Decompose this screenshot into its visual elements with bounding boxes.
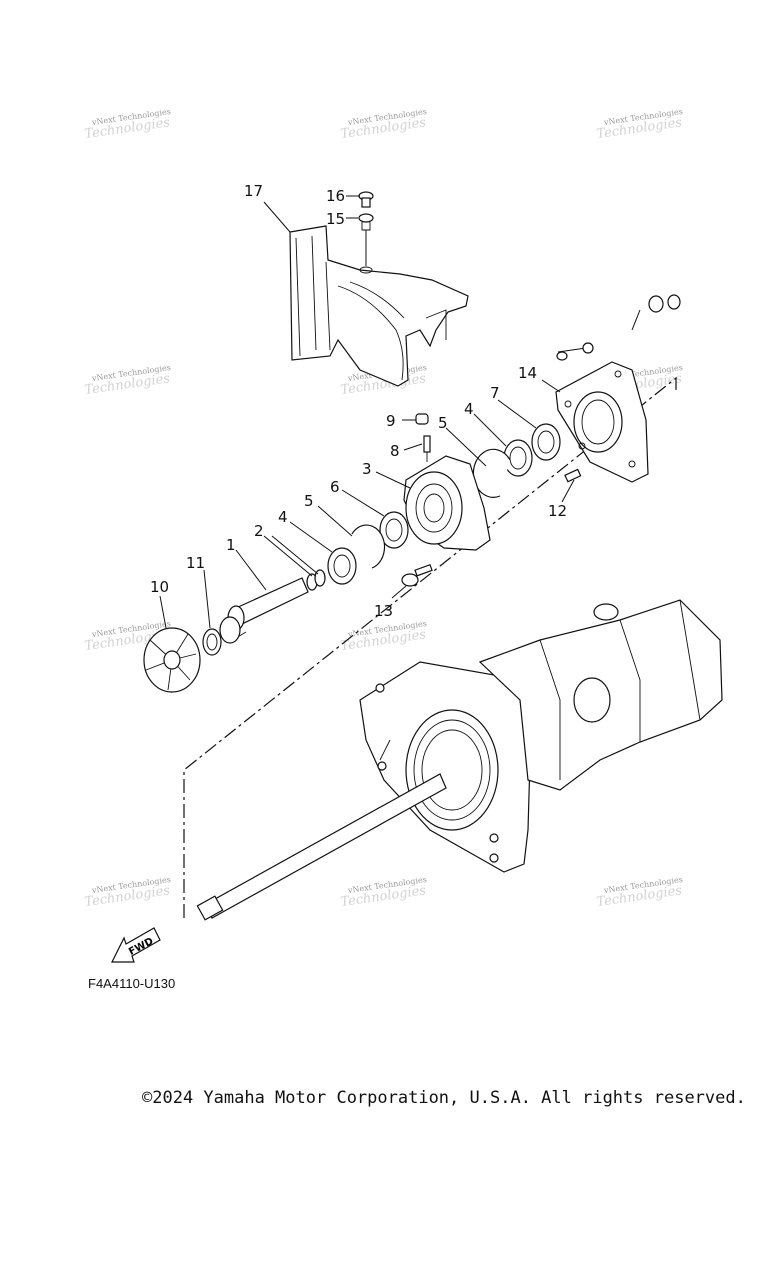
callout-15: 15 <box>326 210 345 228</box>
callout-4-lower: 4 <box>278 508 288 526</box>
part-11-ring <box>202 628 222 656</box>
callout-4-upper: 4 <box>464 400 474 418</box>
part-14-plate <box>555 294 681 483</box>
callout-12: 12 <box>548 502 567 520</box>
callout-11: 11 <box>186 554 205 572</box>
callout-10: 10 <box>150 578 169 596</box>
part-5-circlip-lower <box>351 524 386 569</box>
callout-2: 2 <box>254 522 264 540</box>
callout-3: 3 <box>362 460 372 478</box>
callout-9: 9 <box>386 412 396 430</box>
part-16-bolt <box>358 191 374 208</box>
part-3-housing <box>403 455 491 551</box>
part-8-grease-nipple <box>423 435 431 462</box>
callout-5-lower: 5 <box>304 492 314 510</box>
part-12-pin <box>564 468 582 483</box>
part-9-cap <box>415 413 429 425</box>
part-10-impeller <box>143 627 201 693</box>
part-17-cover <box>289 225 469 387</box>
part-7-bearing <box>531 423 561 461</box>
part-15-washer <box>358 213 374 266</box>
part-6-seal <box>379 511 409 549</box>
pump-housing-assembly <box>196 599 723 921</box>
copyright-notice: ©2024 Yamaha Motor Corporation, U.S.A. A… <box>142 1088 746 1108</box>
part-13-bolt <box>401 563 433 587</box>
callout-13: 13 <box>374 602 393 620</box>
leader-lines <box>159 195 575 629</box>
part-5-circlip-upper <box>472 448 511 498</box>
callout-8: 8 <box>390 442 400 460</box>
callout-1: 1 <box>226 536 236 554</box>
part-1-shaft <box>219 577 309 644</box>
part-4-bearing-lower <box>327 547 357 585</box>
callout-6: 6 <box>330 478 340 496</box>
callout-7: 7 <box>490 384 500 402</box>
fwd-direction-arrow: FWD <box>111 927 161 963</box>
callout-17: 17 <box>244 182 263 200</box>
callout-16: 16 <box>326 187 345 205</box>
callout-5-upper: 5 <box>438 414 448 432</box>
part-2-o-rings <box>306 569 326 591</box>
callout-14: 14 <box>518 364 537 382</box>
diagram-code: F4A4110-U130 <box>88 976 176 991</box>
part-4-bearing-upper <box>503 439 533 477</box>
assembly-boundary-line <box>183 376 677 918</box>
callout-labels: 17 16 15 14 7 4 5 9 8 3 6 5 4 2 1 11 10 … <box>150 182 567 620</box>
